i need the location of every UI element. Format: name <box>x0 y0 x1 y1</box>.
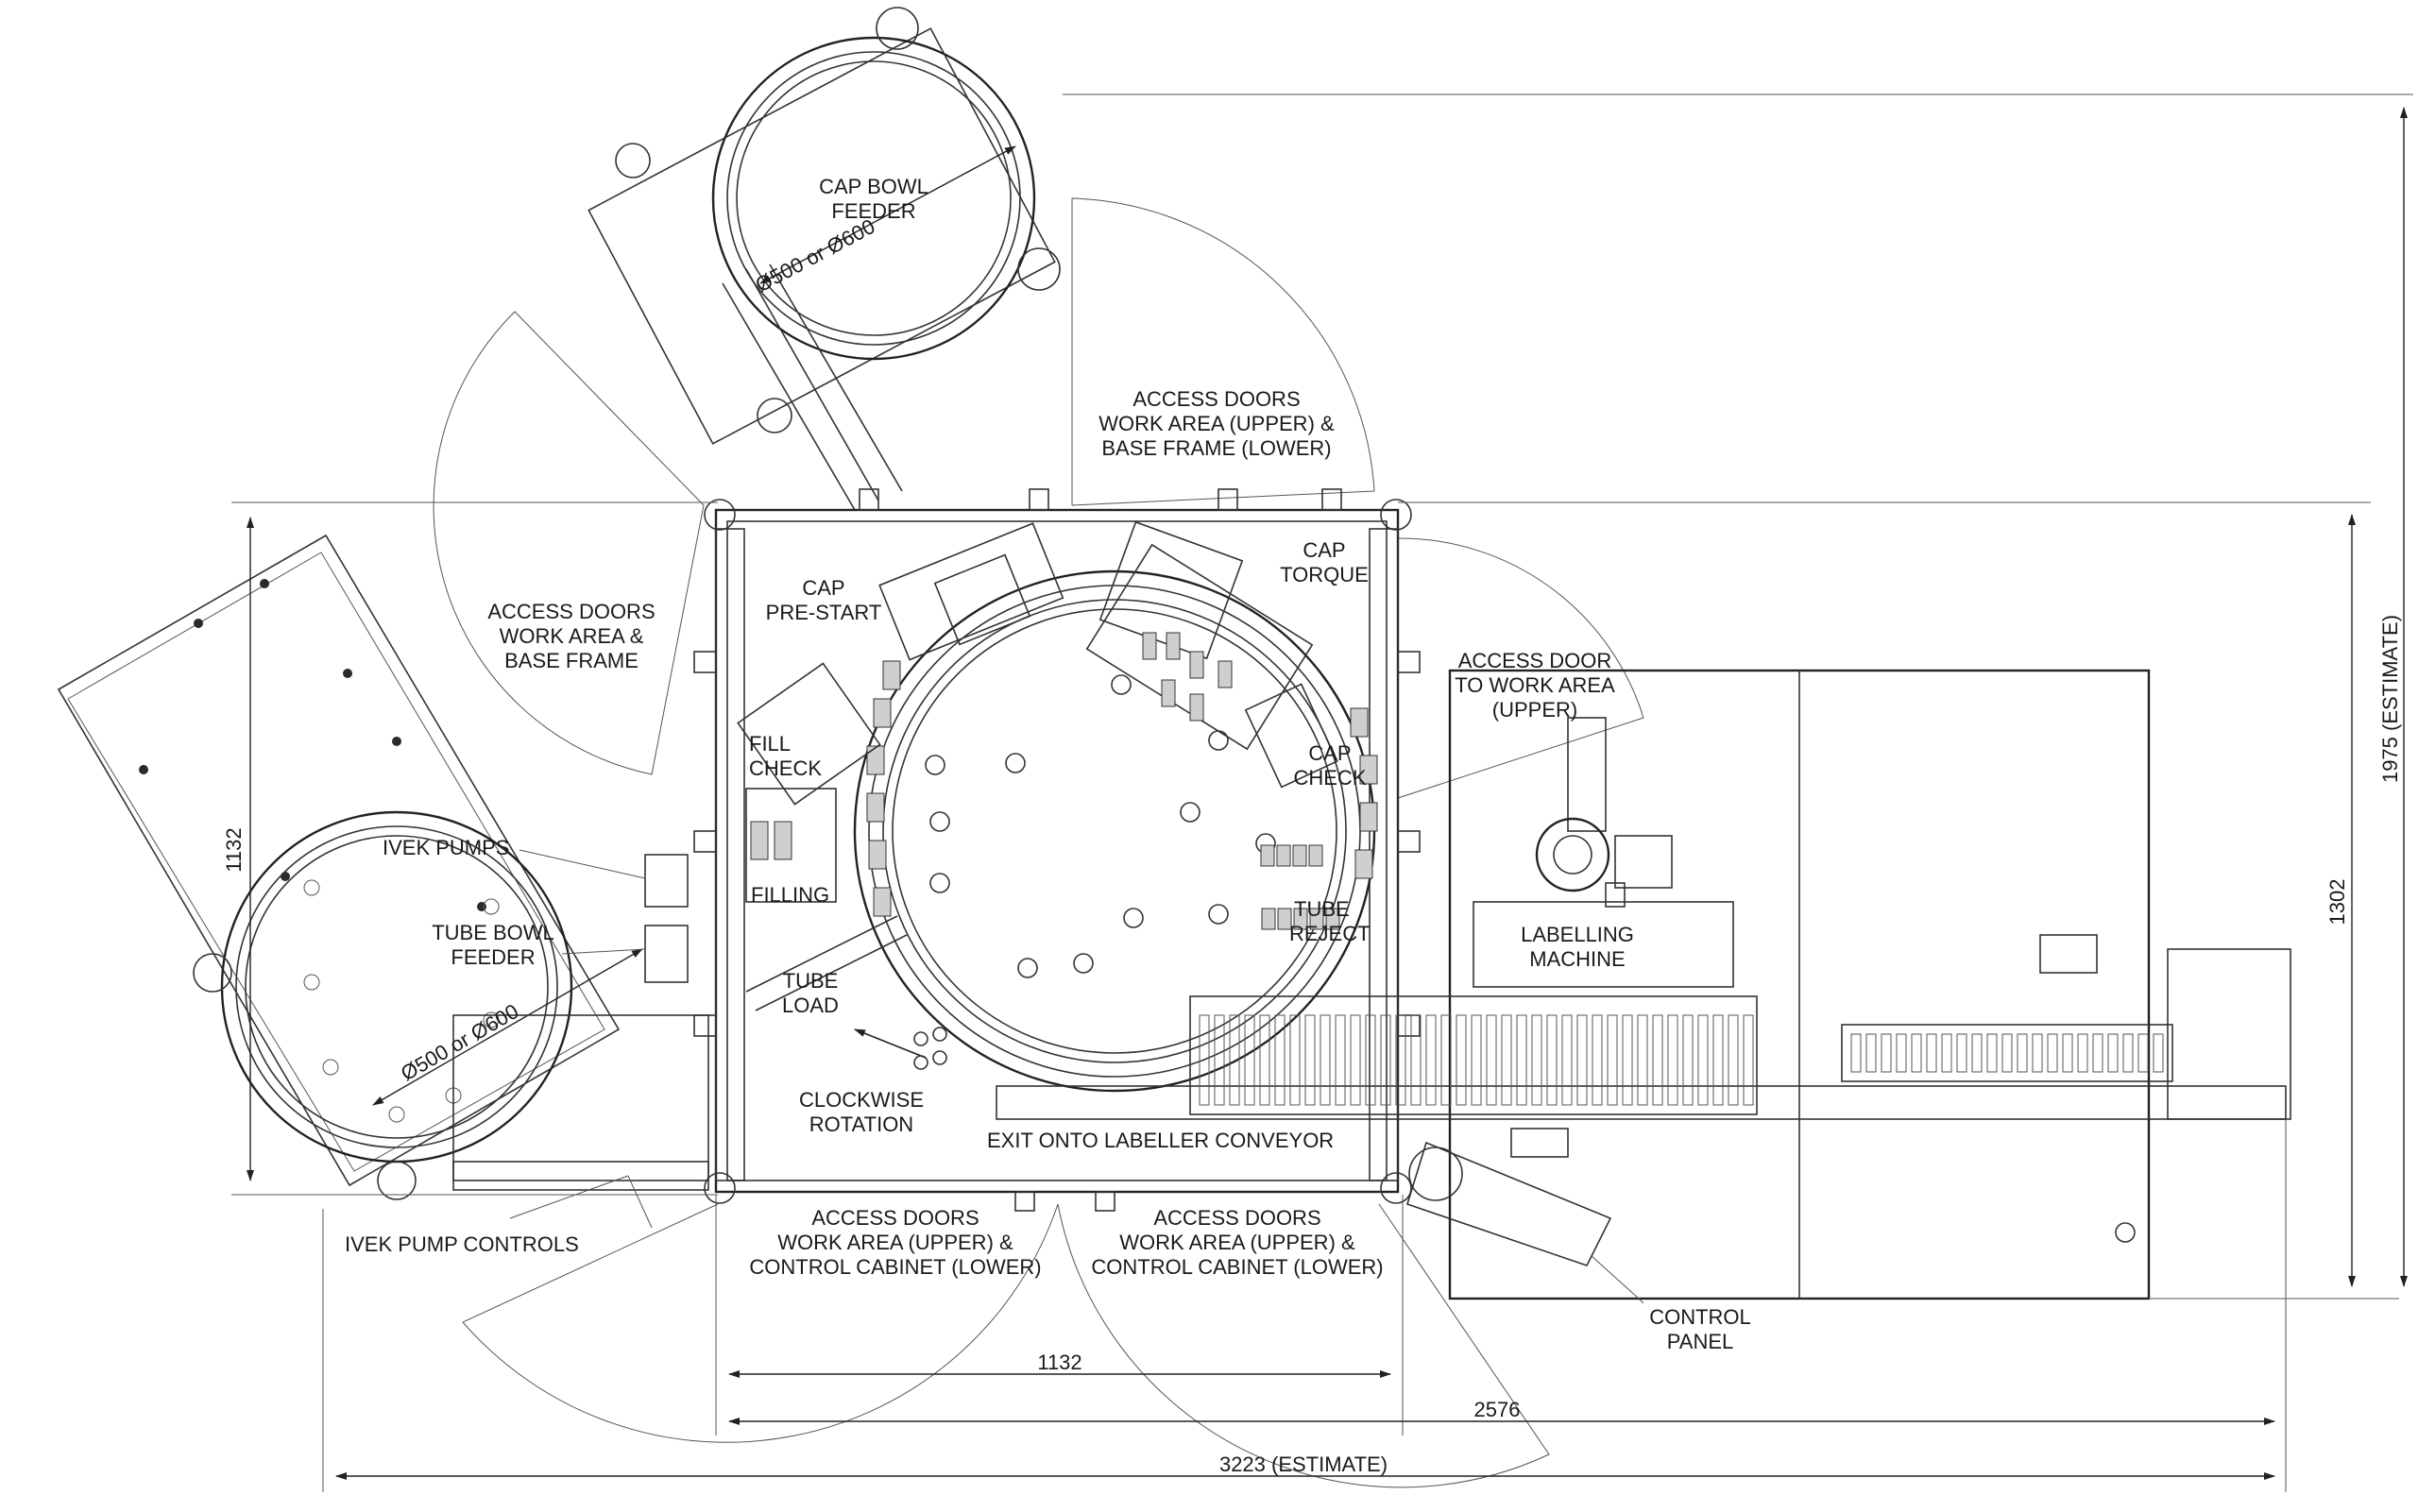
process-stations <box>737 520 1340 1070</box>
conveyor-slat <box>1335 1014 1346 1106</box>
conveyor-slat <box>1516 1014 1527 1106</box>
dim-left-vertical: 1132 <box>222 827 246 872</box>
rotary-turret <box>853 569 1378 1093</box>
conveyor-slat <box>1244 1014 1255 1106</box>
conveyor-slat <box>1622 1014 1633 1106</box>
conveyor-slat <box>1410 1014 1422 1106</box>
conveyor-slat <box>1289 1014 1301 1106</box>
main-frame <box>693 488 1421 1212</box>
conveyor-slat <box>1486 1014 1497 1106</box>
dimension-labels: 1132 1132 2576 3223 (ESTIMATE) 1302 1975… <box>222 615 2402 1476</box>
conveyor-slat <box>1682 1014 1694 1106</box>
conveyor-slat <box>1743 1014 1754 1106</box>
conveyor-slat <box>2047 1033 2058 1073</box>
conveyor-slat <box>1561 1014 1573 1106</box>
conveyor-slat <box>1697 1014 1709 1106</box>
conveyor-slat <box>1850 1033 1862 1073</box>
conveyor-slat <box>2001 1033 2013 1073</box>
conveyor-slat <box>1304 1014 1316 1106</box>
conveyor-slat <box>1971 1033 1983 1073</box>
conveyor-slat <box>1229 1014 1240 1106</box>
conveyor-slat <box>1501 1014 1512 1106</box>
cap-bowl-diameter-label: Ø500 or Ø600 <box>752 214 879 297</box>
conveyor-slat <box>1395 1014 1406 1106</box>
ivek-pumps-label: IVEK PUMPS <box>383 836 509 859</box>
conveyor-slat <box>1576 1014 1588 1106</box>
dim-bottom-machine: 2576 <box>1474 1398 1521 1421</box>
conveyor-slat <box>1592 1014 1603 1106</box>
conveyor-slat <box>1380 1014 1391 1106</box>
conveyor-slat <box>1320 1014 1331 1106</box>
conveyor-slat <box>1986 1033 1998 1073</box>
conveyor-slat <box>1926 1033 1937 1073</box>
conveyor-slat <box>1956 1033 1967 1073</box>
labelling-machine <box>996 669 2291 1300</box>
conveyor-slat <box>1440 1014 1452 1106</box>
conveyor-slat <box>2077 1033 2088 1073</box>
conveyor-slat <box>1881 1033 1892 1073</box>
conveyor-slat <box>1637 1014 1648 1106</box>
conveyor-slat <box>1471 1014 1482 1106</box>
exit-conveyor-label: EXIT ONTO LABELLER CONVEYOR <box>987 1129 1334 1152</box>
filling-label: FILLING <box>751 883 829 907</box>
conveyor-slat <box>1425 1014 1437 1106</box>
conveyor-slat <box>1712 1014 1724 1106</box>
conveyor-slat <box>1546 1014 1558 1106</box>
conveyor-slat <box>1667 1014 1678 1106</box>
conveyor-slat <box>1531 1014 1542 1106</box>
tube-bowl-feeder <box>57 534 709 1200</box>
conveyor-slat <box>1350 1014 1361 1106</box>
conveyor-slat <box>1865 1033 1877 1073</box>
conveyor-slat <box>2122 1033 2134 1073</box>
conveyor-slat <box>1365 1014 1376 1106</box>
dim-right-inner: 1302 <box>2325 879 2349 926</box>
conveyor-slat <box>1274 1014 1286 1106</box>
cap-bowl-feeder <box>587 7 1061 511</box>
conveyor-slat <box>2092 1033 2103 1073</box>
conveyor-slat <box>1199 1014 1210 1106</box>
dim-bottom-frame: 1132 <box>1037 1351 1081 1374</box>
dim-bottom-total: 3223 (ESTIMATE) <box>1219 1453 1388 1476</box>
conveyor-slat <box>1941 1033 1952 1073</box>
conveyor-slat <box>2062 1033 2073 1073</box>
conveyor-slat <box>2032 1033 2043 1073</box>
ivek-pump-controls-label: IVEK PUMP CONTROLS <box>345 1232 579 1256</box>
tube-bowl-diameter-label: Ø500 or Ø600 <box>397 999 522 1085</box>
conveyor-slat <box>1259 1014 1270 1106</box>
conveyor-slat <box>1607 1014 1618 1106</box>
conveyor-slat <box>2017 1033 2028 1073</box>
conveyor-slat <box>1896 1033 1907 1073</box>
conveyor-slat <box>1728 1014 1739 1106</box>
conveyor-slat <box>2107 1033 2119 1073</box>
conveyor-slat <box>1652 1014 1663 1106</box>
conveyor-slat <box>1456 1014 1467 1106</box>
conveyor-slat <box>2137 1033 2149 1073</box>
dim-right-total: 1975 (ESTIMATE) <box>2378 615 2402 783</box>
conveyor-slat <box>1911 1033 1922 1073</box>
conveyor-slat <box>1214 1014 1225 1106</box>
door-swing-arcs <box>433 197 1644 1488</box>
conveyor-slat <box>2153 1033 2164 1073</box>
dimension-lines <box>231 93 2413 1492</box>
